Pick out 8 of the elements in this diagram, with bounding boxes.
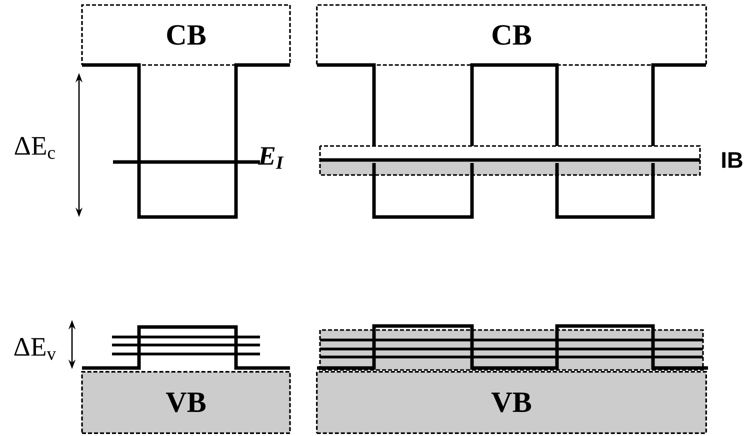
band-box: VB bbox=[316, 371, 707, 434]
band-box: CB bbox=[316, 4, 707, 66]
level-label: E$_{I}$ bbox=[258, 147, 284, 169]
band-label: IB bbox=[722, 152, 742, 168]
dimension-label: ΔE$_{v}$ bbox=[14, 338, 56, 360]
band-box: VB bbox=[81, 371, 291, 434]
band-box: CB bbox=[81, 4, 291, 66]
dimension-label: ΔE$_{c}$ bbox=[14, 137, 55, 159]
